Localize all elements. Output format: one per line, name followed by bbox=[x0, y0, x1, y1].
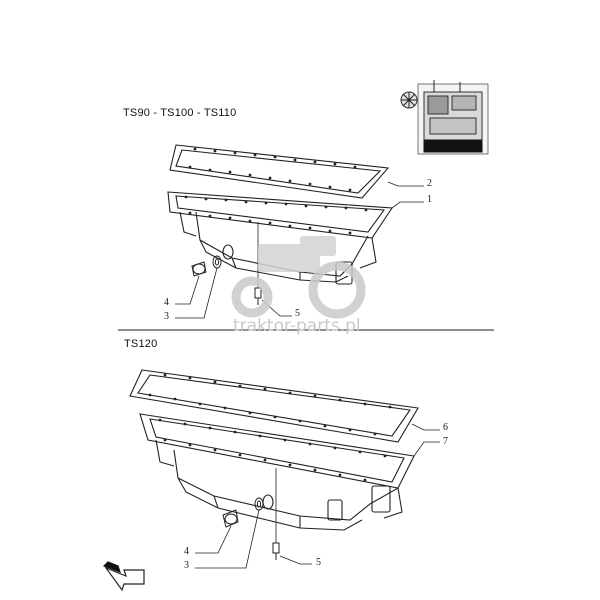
section-title-ts90: TS90 - TS100 - TS110 bbox=[123, 107, 237, 119]
callout-1-upper: 1 bbox=[427, 194, 432, 205]
callout-3-upper: 3 bbox=[164, 311, 169, 322]
callout-7-lower: 7 bbox=[443, 436, 448, 447]
watermark-cabin bbox=[258, 236, 336, 272]
watermark-text: traktor-parts.pl bbox=[233, 316, 361, 336]
callout-5-upper: 5 bbox=[295, 308, 300, 319]
watermark-tractor-icon bbox=[231, 261, 366, 319]
callout-6-lower: 6 bbox=[443, 422, 448, 433]
lower-gasket bbox=[129, 369, 419, 443]
callout-2-upper: 2 bbox=[427, 178, 432, 189]
upper-seal-and-plug bbox=[191, 255, 222, 277]
callout-5-lower: 5 bbox=[316, 557, 321, 568]
callout-4-upper: 4 bbox=[164, 297, 169, 308]
engine-thumbnail-icon bbox=[400, 80, 489, 155]
lower-leaders bbox=[195, 423, 440, 569]
callout-4-lower: 4 bbox=[184, 546, 189, 557]
section-title-ts120: TS120 bbox=[124, 338, 158, 350]
lower-seal-and-plug bbox=[222, 497, 264, 528]
upper-bolt bbox=[254, 287, 262, 305]
lower-bolt bbox=[272, 542, 280, 560]
upper-gasket bbox=[169, 144, 390, 199]
lower-oil-pan bbox=[139, 413, 415, 531]
nav-arrow-icon bbox=[102, 561, 145, 592]
upper-leaders bbox=[175, 181, 424, 319]
callout-3-lower: 3 bbox=[184, 560, 189, 571]
